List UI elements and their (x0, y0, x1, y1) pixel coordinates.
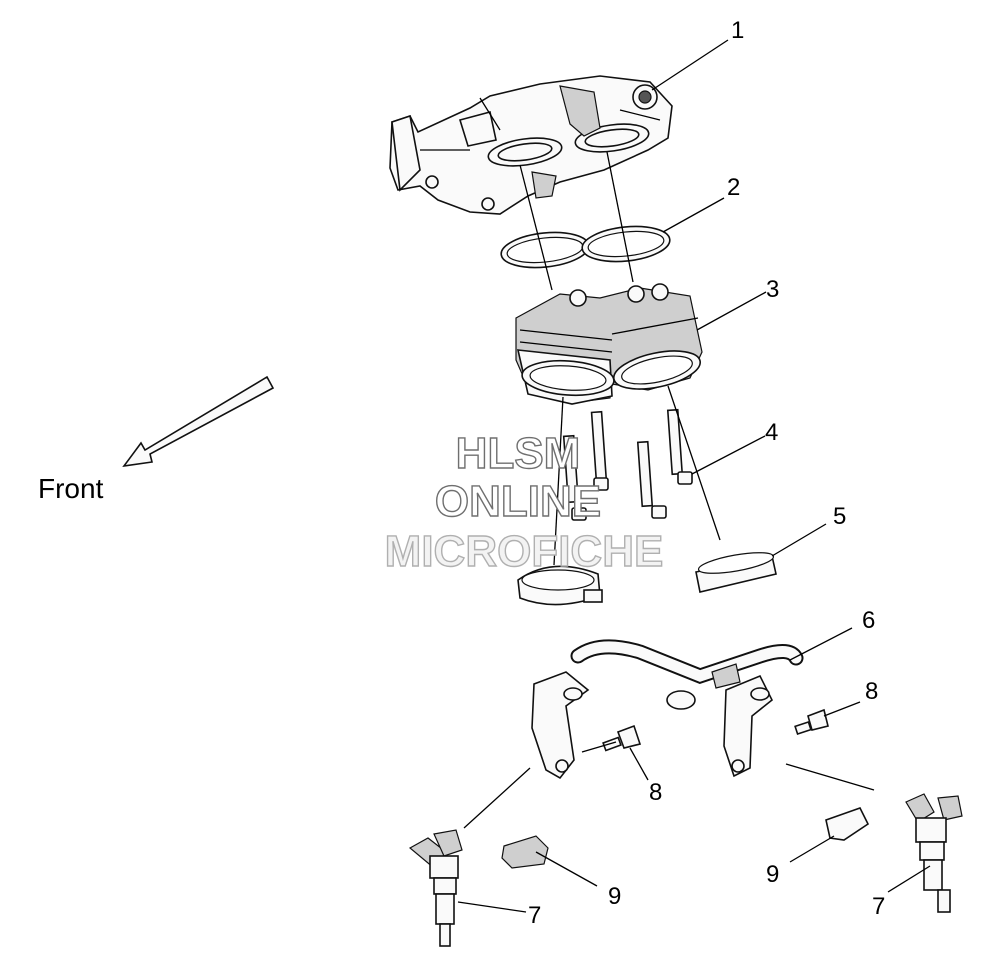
callout-number: 8 (649, 779, 662, 806)
injector-clip-part (501, 807, 870, 869)
front-label: Front (38, 473, 104, 504)
front-arrow-icon (122, 375, 275, 468)
callout-number: 9 (766, 861, 779, 888)
callout-number: 7 (872, 893, 885, 920)
hose-clamp-part (695, 552, 777, 593)
callout-number: 4 (765, 419, 778, 446)
screw-part (602, 708, 829, 752)
callout-number: 3 (766, 276, 779, 303)
watermark-line: MICROFICHE (385, 527, 664, 576)
intake-boot-part (515, 283, 703, 405)
gasket-part (500, 225, 671, 269)
callout-number: 5 (833, 503, 846, 530)
callout-number: 8 (865, 678, 878, 705)
fuel-injector-part (408, 829, 463, 947)
fuel-rail-part (531, 639, 804, 780)
bolt-part (562, 408, 693, 521)
throttle-body-part (389, 75, 673, 215)
watermark-line: HLSM (456, 429, 581, 478)
watermark-line: ONLINE (435, 477, 601, 526)
callout-number: 7 (528, 902, 541, 929)
callout-number: 6 (862, 607, 875, 634)
callout-number: 9 (608, 883, 621, 910)
callout-number: 1 (731, 17, 744, 44)
callout-number: 2 (727, 174, 740, 201)
hose-clamp-part (517, 565, 603, 606)
fuel-injector-part (905, 793, 963, 913)
